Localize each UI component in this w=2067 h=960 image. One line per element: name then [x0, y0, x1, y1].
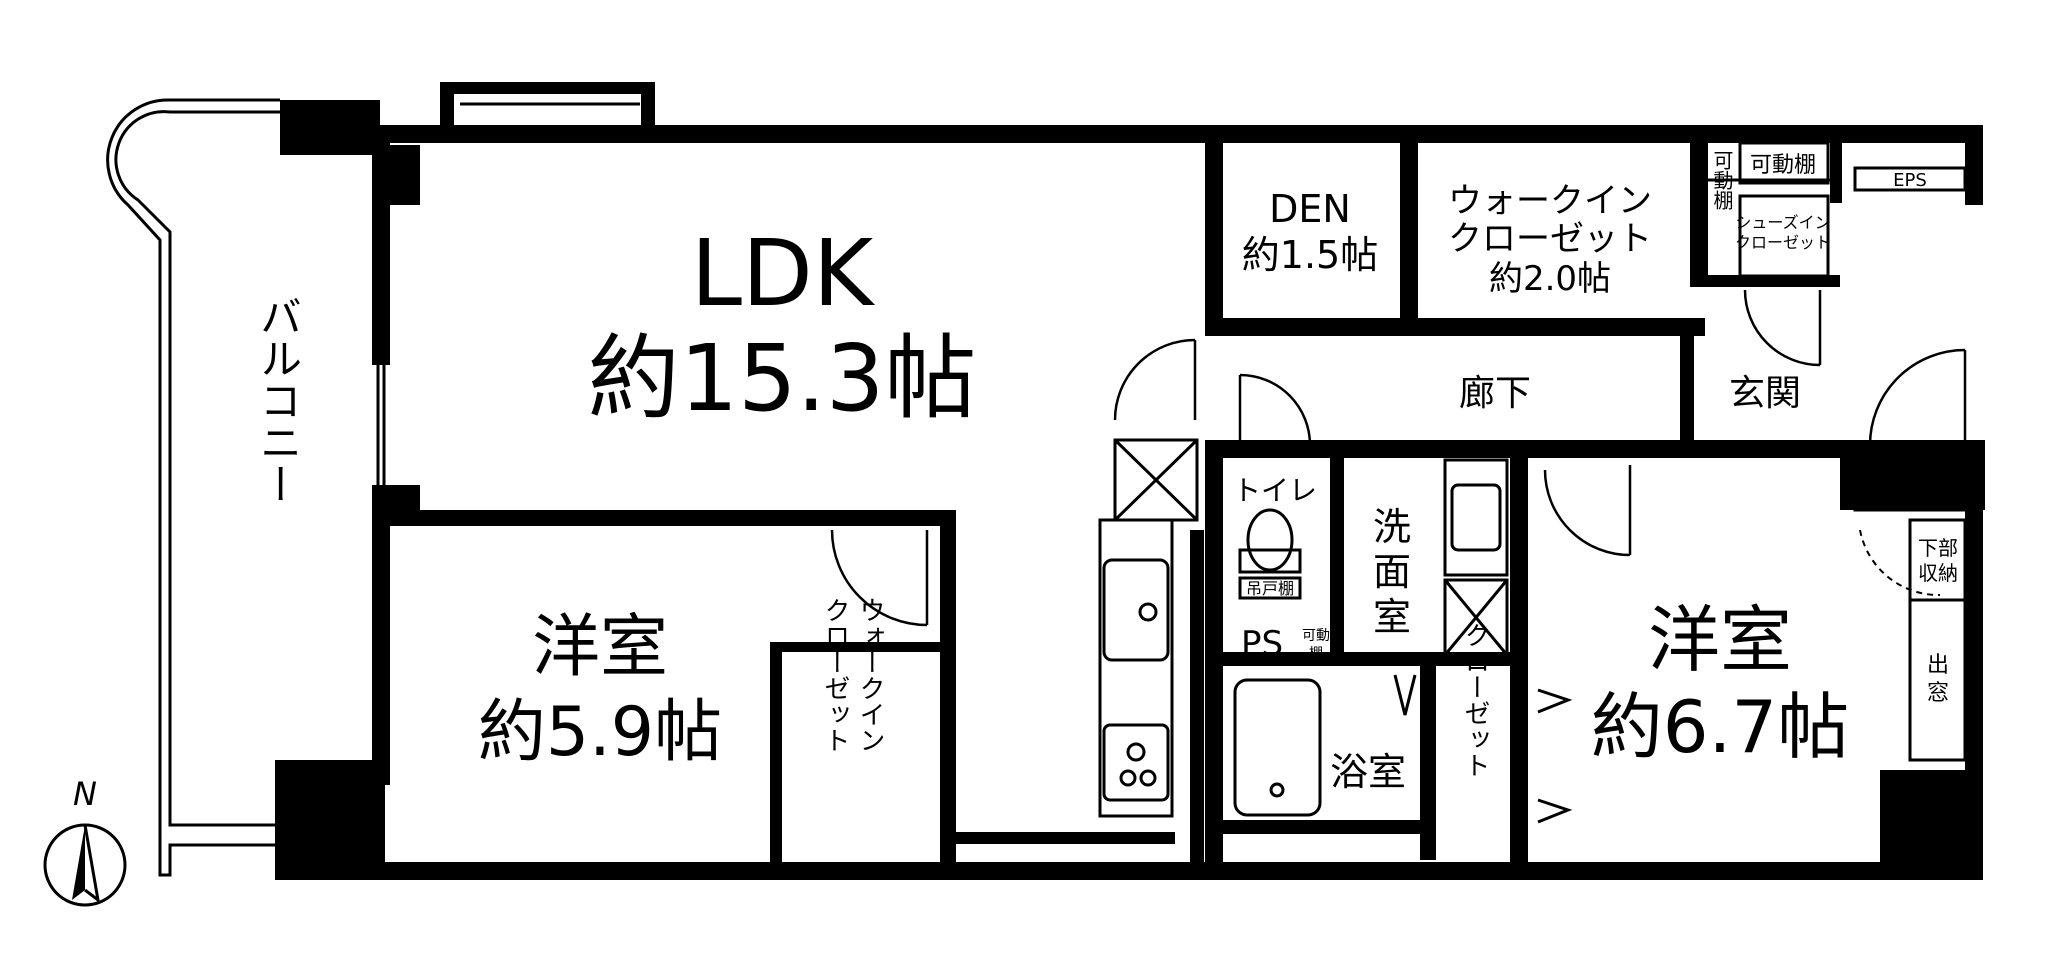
western-right-size: 約6.7帖: [1591, 685, 1850, 769]
western-left-name: 洋室: [532, 608, 668, 687]
kitchen-counter: [1098, 438, 1199, 818]
movable-small-2: 棚: [1309, 646, 1323, 662]
movable-shelf-top-label: 可動棚: [1750, 153, 1816, 178]
mb-label: MB: [1882, 468, 1938, 509]
washroom-fixtures: [1233, 458, 1509, 817]
washroom-char-1: 洗: [1373, 505, 1411, 549]
closet-vertical-label: クローゼット: [1460, 622, 1490, 778]
left-window: [376, 102, 640, 760]
western-right-name: 洋室: [1648, 598, 1792, 682]
bath-label: 浴室: [1330, 750, 1406, 794]
north-arrow-icon: [43, 823, 127, 907]
walkin-main-size: 約2.0帖: [1489, 259, 1611, 299]
interior-walls: [385, 143, 1985, 880]
entrance-label: 玄関: [1729, 373, 1801, 414]
walkin-main-line2: クローゼット: [1448, 219, 1652, 259]
den-size: 約1.5帖: [1242, 233, 1378, 277]
ps-label: PS: [1241, 624, 1283, 664]
washroom-char-2: 面: [1373, 550, 1411, 594]
ldk-size: 約15.3帖: [588, 325, 977, 432]
walkin-left-col1: ウォークイン: [855, 597, 885, 753]
bay-window-1: 出: [1927, 653, 1949, 678]
movable-shelf-side-label: 可動棚: [1710, 150, 1734, 210]
walkin-left-col2: クローゼット: [820, 597, 850, 753]
toilet-label: トイレ: [1233, 474, 1317, 507]
shoes-closet-line2: クローゼット: [1735, 233, 1831, 252]
lower-storage-2: 収納: [1918, 561, 1958, 585]
den-name: DEN: [1269, 187, 1351, 231]
movable-small-1: 可動: [1302, 628, 1330, 644]
ldk-name: LDK: [691, 220, 876, 327]
doors: [830, 289, 1967, 824]
balcony-label: バルコニー: [254, 295, 303, 505]
eps-label: EPS: [1893, 170, 1927, 191]
washroom-char-3: 室: [1373, 595, 1411, 639]
bay-window-2: 窓: [1927, 681, 1949, 706]
western-left-size: 約5.9帖: [478, 693, 722, 772]
balcony-outline: [106, 98, 280, 877]
walkin-main-line1: ウォークイン: [1448, 181, 1652, 221]
lower-storage-1: 下部: [1918, 536, 1958, 560]
storage-fixtures: [1708, 141, 1967, 762]
north-label: N: [73, 775, 97, 813]
hanging-shelf-label: 吊戸棚: [1246, 579, 1294, 598]
shoes-closet-line1: シューズイン: [1735, 213, 1830, 232]
corridor-label: 廊下: [1459, 373, 1531, 414]
exterior-walls: [275, 82, 1983, 880]
